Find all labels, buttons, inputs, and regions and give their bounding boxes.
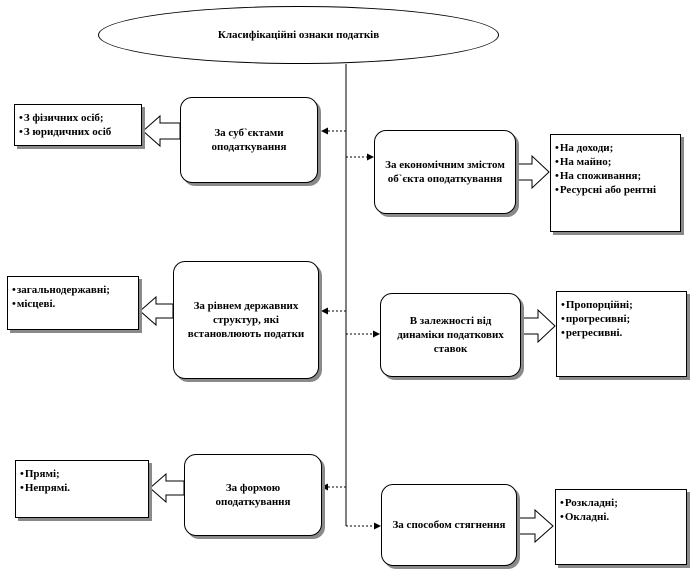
- list-item: На споживання;: [555, 169, 676, 183]
- list-by-government-level: загальнодержавні; місцеві.: [7, 276, 139, 330]
- list-item: З фізичних осіб;: [19, 111, 137, 125]
- list-by-economic-content: На доходи; На майно; На споживання; Ресу…: [550, 134, 681, 232]
- block-arrow-left-3: [149, 472, 185, 504]
- block-arrow-right-1: [515, 154, 550, 190]
- node-by-government-level: За рівнем державних структур, які встано…: [173, 261, 319, 379]
- node-by-subjects: За суб`єктами оподаткування: [180, 97, 318, 183]
- list-item: Непрямі.: [20, 481, 144, 495]
- node-by-rate-dynamics: В залежності від динаміки податкових ста…: [380, 293, 521, 377]
- list-by-subjects: З фізичних осіб; З юридичних осіб: [14, 104, 142, 146]
- block-arrow-right-2: [520, 308, 556, 344]
- diagram-title: Класифікаційні ознаки податків: [98, 6, 499, 64]
- block-arrow-left-1: [142, 114, 181, 148]
- list-item: прогресивні;: [561, 312, 682, 326]
- node-by-economic-content: За економічним змістом об`єкта оподаткув…: [374, 130, 516, 214]
- list-item: На доходи;: [555, 141, 676, 155]
- node-by-collection-method: За способом стягнення: [381, 484, 517, 566]
- list-item: загальнодержавні;: [12, 283, 134, 297]
- list-by-collection-method: Розкладні; Окладні.: [555, 489, 687, 565]
- list-item: регресивні.: [561, 326, 682, 340]
- list-item: На майно;: [555, 155, 676, 169]
- list-by-rate-dynamics: Пропорційні; прогресивні; регресивні.: [556, 291, 687, 377]
- list-item: Розкладні;: [560, 496, 682, 510]
- block-arrow-left-2: [139, 295, 174, 327]
- block-arrow-right-3: [516, 508, 554, 544]
- list-item: Прямі;: [20, 467, 144, 481]
- list-item: Ресурсні або рентні: [555, 183, 676, 197]
- node-by-form: За формою оподаткування: [184, 454, 322, 536]
- list-item: З юридичних осіб: [19, 125, 137, 139]
- list-item: місцеві.: [12, 297, 134, 311]
- list-by-form: Прямі; Непрямі.: [15, 460, 149, 518]
- list-item: Окладні.: [560, 510, 682, 524]
- list-item: Пропорційні;: [561, 298, 682, 312]
